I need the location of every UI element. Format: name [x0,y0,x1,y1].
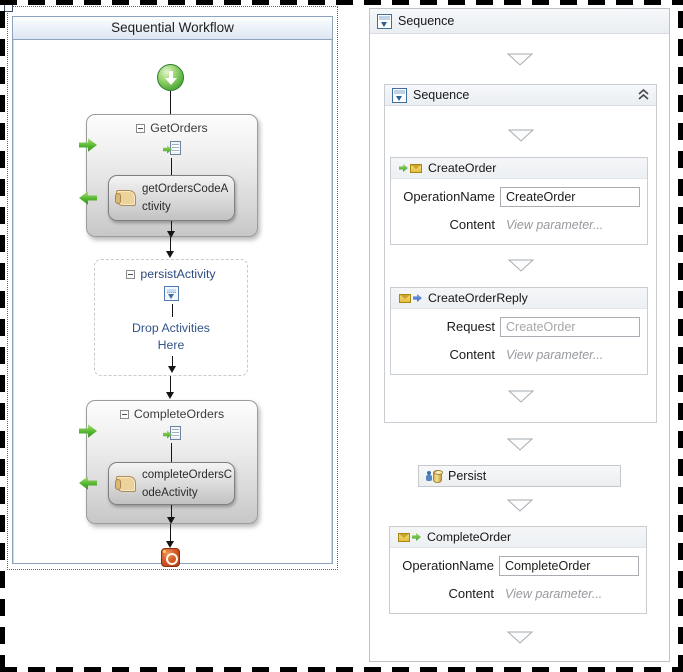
activity-persist-bar[interactable]: Persist [418,465,621,487]
inner-sequence-header[interactable]: Sequence [385,85,656,106]
activity-persist[interactable]: persistActivity Drop Activities Here [94,259,248,376]
child-activity-name: getOrdersCodeActivity [142,183,229,213]
drop-target-triangle-icon[interactable] [507,631,533,644]
smart-tag-icon[interactable] [163,426,181,442]
content-label: Content [448,586,494,601]
stop-icon [161,548,180,567]
persist-icon [164,286,179,301]
selection-ants-bottom [0,667,683,672]
smart-tag-icon[interactable] [163,141,181,157]
outer-sequence-header[interactable]: Sequence [370,9,669,34]
activity-complete-order[interactable]: CompleteOrder OperationName Content View… [389,526,647,614]
connector-line [171,443,172,462]
child-activity-name: completeOrdersCodeActivity [142,468,233,499]
sequence-icon [377,13,392,29]
persist-database-icon [426,469,443,484]
green-left-arrow-icon [79,191,97,205]
connector-line [171,221,172,231]
scroll-icon [115,475,136,492]
activity-complete-orders-code[interactable]: completeOrdersCodeActivity [108,462,235,505]
green-right-arrow-icon [79,138,97,152]
activity-complete-orders[interactable]: CompleteOrders completeOrdersCodeActivit… [79,400,258,524]
connector-line [171,505,172,517]
green-left-arrow-icon [79,476,97,490]
scroll-icon [115,190,136,206]
connector-line [172,356,173,366]
receive-envelope-icon [398,532,421,542]
connector-line [172,304,173,317]
view-parameter-link[interactable]: View parameter... [506,348,604,362]
selection-ants-left [0,0,5,672]
green-right-arrow-icon [79,424,97,438]
start-icon [157,64,184,91]
outer-sequence-activity[interactable]: Sequence Sequence Creat [369,8,670,662]
connector-line [170,237,171,251]
connector-line [170,376,171,392]
receive-envelope-icon [399,163,422,173]
arrowhead-icon [166,251,174,258]
drop-target-triangle-icon[interactable] [508,129,534,142]
drop-target-triangle-icon[interactable] [507,438,533,451]
inner-sequence-activity[interactable]: Sequence CreateOrder OperationName [384,84,657,423]
activity-title: GetOrders [150,121,208,135]
send-reply-envelope-icon [399,293,422,303]
operation-name-label: OperationName [403,189,495,204]
collapse-minus-icon[interactable] [136,123,146,133]
activity-title: persistActivity [140,267,216,281]
arrowhead-icon [167,231,175,238]
activity-create-order[interactable]: CreateOrder OperationName Content View p… [390,157,648,245]
drop-activities-hint[interactable]: Drop Activities Here [132,321,210,352]
double-chevron-up-icon[interactable] [637,89,650,101]
operation-name-input[interactable] [499,556,639,576]
workflow-canvas[interactable]: GetOrders getOrdersCodeActivity [13,40,332,567]
activity-get-orders-code[interactable]: getOrdersCodeActivity [108,175,235,221]
request-input[interactable] [500,317,640,337]
drop-target-triangle-icon[interactable] [507,53,533,66]
arrowhead-icon [166,392,174,399]
workflow-title-bar[interactable]: Sequential Workflow [13,17,332,40]
activity-header[interactable]: CreateOrder [391,158,647,179]
content-label: Content [449,217,495,232]
operation-name-input[interactable] [500,187,640,207]
arrowhead-icon [168,366,176,373]
activity-title: CompleteOrders [133,407,225,421]
content-label: Content [449,347,495,362]
sequence-icon [392,87,407,103]
connector-line [171,158,172,175]
drop-target-triangle-icon[interactable] [508,259,534,272]
connector-line [170,524,171,541]
selection-ants-top [0,0,683,5]
activity-header: GetOrders [87,121,257,135]
drop-target-triangle-icon[interactable] [507,499,533,512]
view-parameter-link[interactable]: View parameter... [505,587,603,601]
drop-target-triangle-icon[interactable] [508,390,534,403]
collapse-minus-icon[interactable] [126,269,136,279]
activity-header[interactable]: CompleteOrder [390,527,646,548]
request-label: Request [446,319,495,334]
sequence-title: Sequence [398,14,455,28]
sequence-title: Sequence [413,88,470,102]
persist-title: Persist [448,469,487,483]
activity-header: persistActivity [95,267,247,281]
collapse-minus-icon[interactable] [119,409,129,419]
activity-create-order-reply[interactable]: CreateOrderReply Request Content View pa… [390,287,648,375]
arrowhead-icon [166,541,174,548]
connector-line [170,91,171,114]
selection-ants-right [678,0,683,672]
view-parameter-link[interactable]: View parameter... [506,218,604,232]
activity-get-orders[interactable]: GetOrders getOrdersCodeActivity [79,114,258,238]
activity-header: CompleteOrders [87,407,257,421]
operation-name-label: OperationName [402,558,494,573]
arrowhead-icon [167,517,175,524]
sequential-workflow-panel[interactable]: Sequential Workflow GetOrders get [12,16,333,567]
activity-header[interactable]: CreateOrderReply [391,288,647,309]
